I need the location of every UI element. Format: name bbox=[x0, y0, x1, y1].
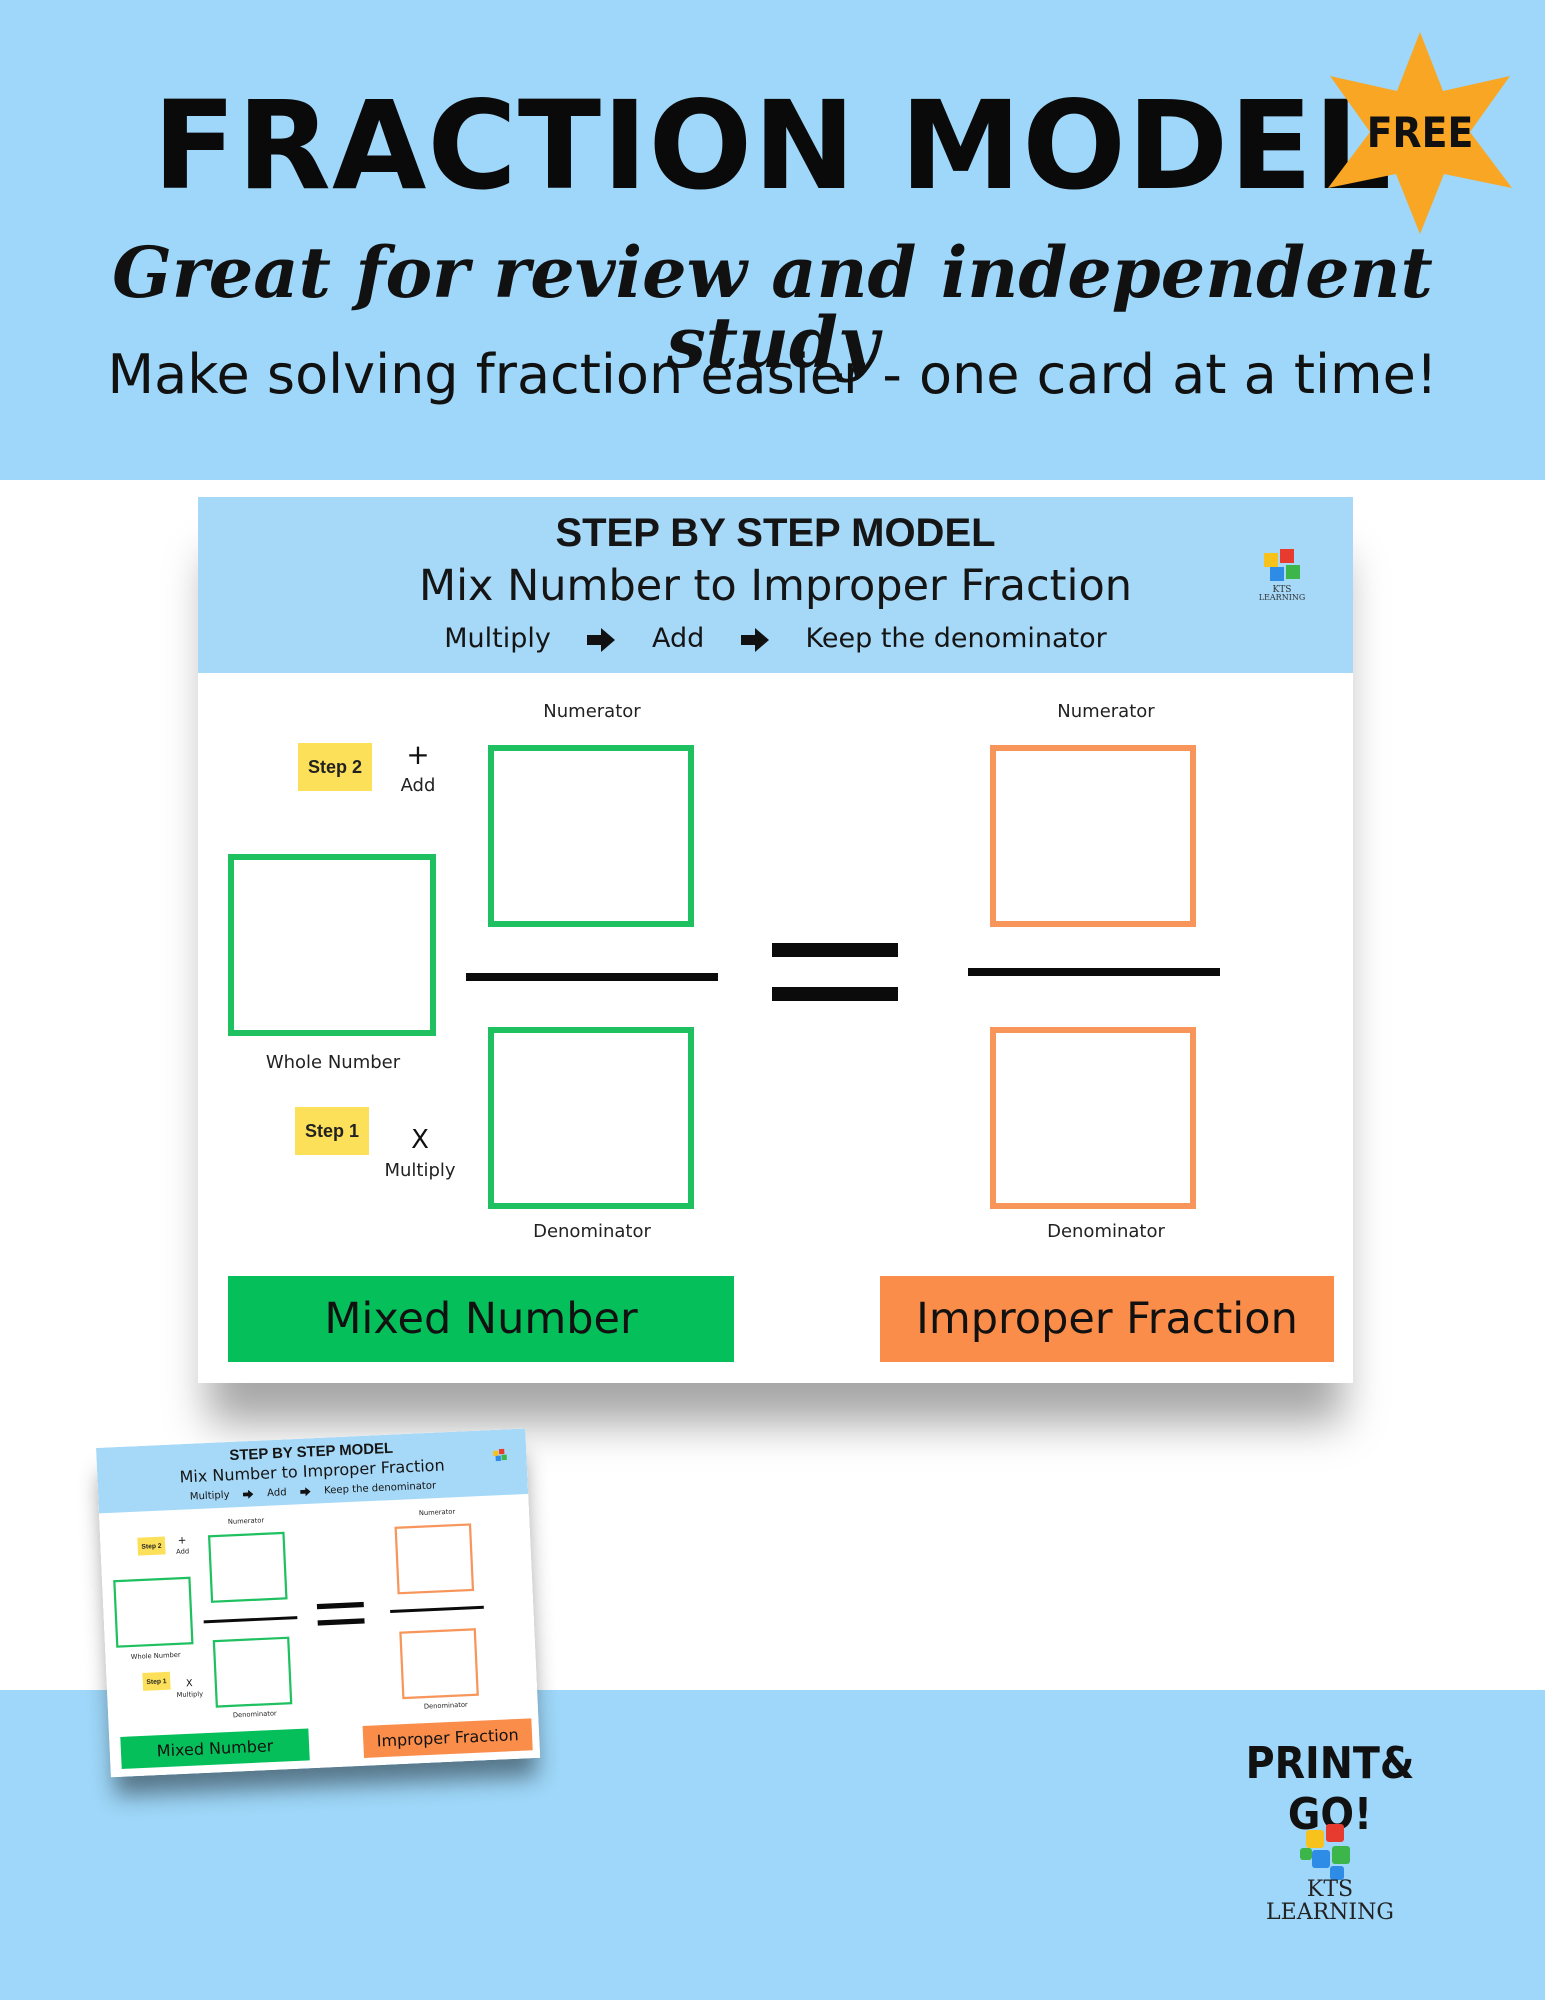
puzzle-logo-icon bbox=[1300, 1824, 1350, 1880]
page-title: FRACTION MODEL bbox=[152, 75, 1393, 217]
preview-denominator-left: Denominator bbox=[232, 1709, 277, 1720]
preview-add-label: Add bbox=[175, 1547, 190, 1556]
denominator-box-mixed bbox=[488, 1027, 694, 1209]
whole-number-box bbox=[228, 854, 436, 1036]
preview-numerator-left: Numerator bbox=[227, 1516, 265, 1526]
mixed-number-label: Mixed Number bbox=[228, 1276, 734, 1362]
arrow-right-icon bbox=[300, 1487, 311, 1497]
puzzle-logo-icon bbox=[493, 1448, 507, 1462]
preview-numerator-right: Numerator bbox=[418, 1507, 456, 1518]
fraction-bar-improper bbox=[968, 968, 1220, 976]
logo-line-kts: KTS bbox=[1306, 1877, 1354, 1902]
preview-card: STEP BY STEP MODEL Mix Number to Imprope… bbox=[96, 1428, 541, 1778]
times-sign: X bbox=[411, 1125, 429, 1155]
numerator-box-improper bbox=[990, 745, 1196, 927]
preview-times-sign: X bbox=[185, 1677, 193, 1689]
equals-bar-top bbox=[772, 943, 898, 957]
preview-whole-number-box bbox=[113, 1576, 194, 1648]
preview-card-inner: STEP BY STEP MODEL Mix Number to Imprope… bbox=[96, 1428, 541, 1778]
plus-sign: + bbox=[406, 738, 430, 771]
star-badge-icon bbox=[1328, 32, 1512, 234]
denominator-box-improper bbox=[990, 1027, 1196, 1209]
fraction-bar-mixed bbox=[466, 973, 718, 981]
tagline: Make solving fraction easier - one card … bbox=[107, 343, 1438, 406]
step-add: Add bbox=[652, 623, 705, 654]
logo-line-learning: LEARNING bbox=[1266, 1900, 1394, 1926]
step2-badge: Step 2 bbox=[298, 743, 372, 791]
denominator-label-right: Denominator bbox=[1047, 1221, 1165, 1242]
puzzle-logo-icon: KTS LEARNING bbox=[1259, 549, 1306, 601]
script-subtitle: Great for review and independent study bbox=[112, 231, 1433, 384]
preview-plus-sign: + bbox=[177, 1533, 187, 1547]
preview-step-multiply: Multiply bbox=[189, 1488, 230, 1503]
equals-bar-bottom bbox=[772, 987, 898, 1001]
preview-multiply-label: Multiply bbox=[176, 1690, 204, 1700]
preview-equals-bar-bottom bbox=[317, 1618, 365, 1626]
preview-denominator-right: Denominator bbox=[423, 1700, 468, 1711]
card-subtitle: Mix Number to Improper Fraction bbox=[418, 561, 1133, 611]
numerator-label-left: Numerator bbox=[543, 701, 641, 722]
card-header bbox=[198, 497, 1353, 673]
preview-step2-badge: Step 2 bbox=[137, 1536, 166, 1556]
preview-improper-fraction-label: Improper Fraction bbox=[362, 1718, 533, 1758]
numerator-box-mixed bbox=[488, 745, 694, 927]
arrow-right-icon bbox=[243, 1489, 254, 1499]
preview-fraction-bar-improper bbox=[390, 1605, 484, 1614]
arrow-right-icon bbox=[587, 627, 616, 652]
multiply-label: Multiply bbox=[384, 1160, 456, 1181]
improper-fraction-label: Improper Fraction bbox=[880, 1276, 1334, 1362]
card-steps: Multiply Add Keep the denominator bbox=[198, 623, 1353, 655]
preview-numerator-box-improper bbox=[394, 1523, 475, 1595]
preview-whole-number-label: Whole Number bbox=[130, 1650, 181, 1661]
preview-fraction-bar-mixed bbox=[203, 1616, 298, 1624]
svg-text:KTS: KTS bbox=[1273, 585, 1292, 595]
add-label: Add bbox=[400, 775, 436, 796]
svg-text:LEARNING: LEARNING bbox=[1259, 593, 1306, 601]
kts-learning-logo-text: KTS LEARNING bbox=[1250, 1878, 1410, 1924]
preview-denominator-box-improper bbox=[399, 1628, 479, 1700]
preview-mixed-number-label: Mixed Number bbox=[120, 1728, 310, 1769]
model-card: STEP BY STEP MODEL Mix Number to Imprope… bbox=[198, 497, 1353, 1383]
preview-equals-bar-top bbox=[316, 1601, 364, 1610]
step-multiply: Multiply bbox=[444, 623, 551, 654]
step1-badge: Step 1 bbox=[295, 1107, 369, 1155]
step-keep-denominator: Keep the denominator bbox=[805, 623, 1107, 654]
card-title: STEP BY STEP MODEL bbox=[555, 511, 996, 555]
preview-step-add: Add bbox=[266, 1486, 287, 1499]
preview-denominator-box-mixed bbox=[212, 1636, 293, 1708]
free-badge-label: FREE bbox=[1366, 108, 1474, 157]
preview-step1-badge: Step 1 bbox=[142, 1671, 171, 1691]
preview-numerator-box-mixed bbox=[207, 1531, 288, 1603]
whole-number-label: Whole Number bbox=[265, 1052, 401, 1073]
header-band bbox=[0, 0, 1545, 480]
numerator-label-right: Numerator bbox=[1057, 701, 1155, 722]
preview-card-steps: Multiply Add Keep the denominator bbox=[98, 1475, 528, 1507]
denominator-label-left: Denominator bbox=[533, 1221, 651, 1242]
arrow-right-icon bbox=[740, 627, 769, 652]
